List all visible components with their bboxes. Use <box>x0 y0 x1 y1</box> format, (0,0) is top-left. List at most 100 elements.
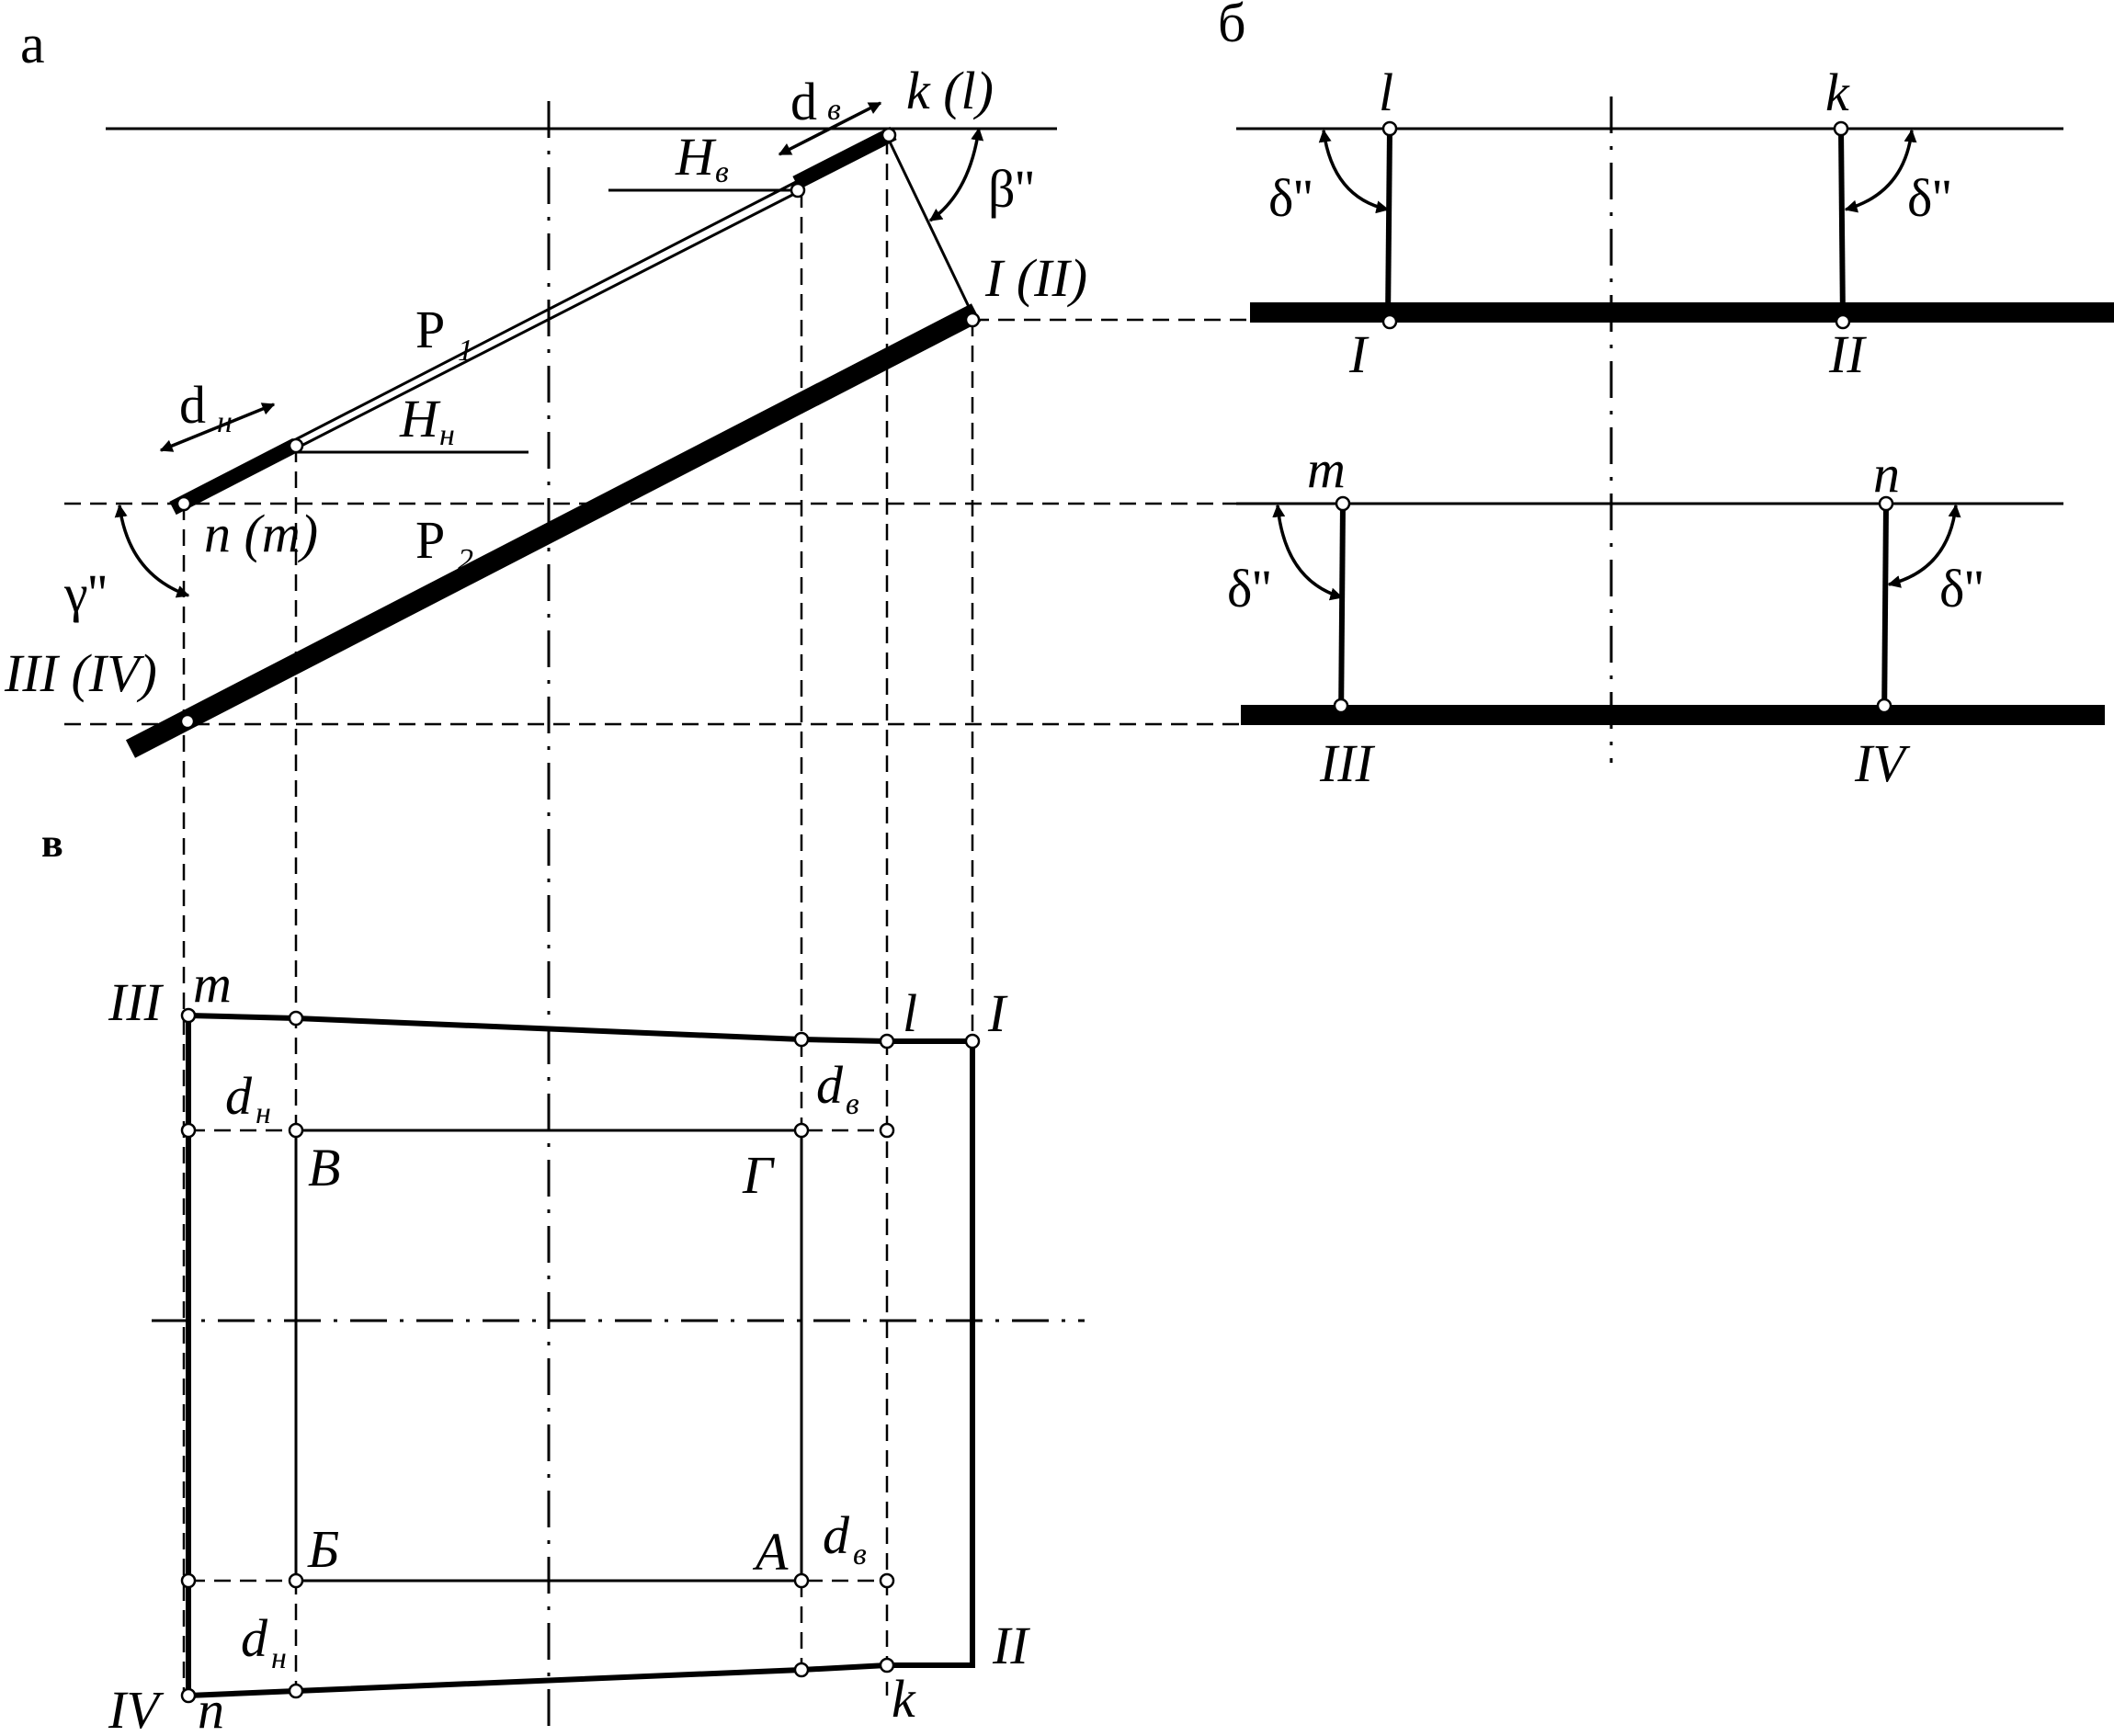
svg-text:d: d <box>179 375 206 435</box>
point-iii-iv <box>179 713 196 730</box>
point-top-dv <box>793 1031 810 1048</box>
point-i <box>1381 313 1398 330</box>
label-iv-plan: IV <box>108 1680 165 1736</box>
label-delta-l: δ'' <box>1268 168 1313 228</box>
link-k-to-i <box>885 135 972 312</box>
label-beta: β'' <box>988 159 1034 219</box>
angle-arc-beta <box>928 127 984 222</box>
angle-arc-gamma <box>114 504 190 598</box>
label-l-plan: l <box>903 983 917 1043</box>
svg-text:P: P <box>415 300 445 359</box>
label-k-plan: k <box>892 1669 916 1729</box>
point-right-bottom-d <box>879 1572 895 1589</box>
strut-n-iv <box>1881 503 1889 725</box>
svg-text:в: в <box>827 93 841 127</box>
dim-arrow-dn <box>159 403 276 452</box>
panel-a: а <box>4 14 1250 1736</box>
svg-text:d: d <box>823 1505 850 1565</box>
label-be-cyr: Б <box>307 1519 339 1579</box>
point-g <box>793 1122 810 1139</box>
plane-p2 <box>125 303 982 758</box>
label-iv: IV <box>1854 733 1911 793</box>
panel-b-label: б <box>1218 0 1246 53</box>
label-dv: d в <box>790 72 841 131</box>
svg-text:P: P <box>415 510 445 570</box>
point-n <box>1878 495 1894 512</box>
svg-text:н: н <box>439 418 455 452</box>
point-k-l <box>881 127 897 143</box>
panel-a-label: а <box>20 14 45 74</box>
point-m <box>1335 495 1351 512</box>
svg-text:в: в <box>846 1087 859 1121</box>
point-i-plan <box>964 1033 981 1050</box>
label-gamma: γ'' <box>63 563 108 623</box>
label-a-cyr: А <box>752 1522 789 1582</box>
label-iii: III <box>1319 733 1376 793</box>
point-top-dn <box>288 1010 304 1027</box>
point-iv <box>1876 698 1892 714</box>
point-a <box>793 1572 810 1589</box>
point-k-plan <box>879 1657 895 1674</box>
strut-k-ii <box>1838 128 1846 323</box>
point-hv <box>790 182 806 199</box>
strut-l-i <box>1385 128 1392 323</box>
label-v-cyr: В <box>308 1138 340 1197</box>
point-bottom-dn <box>288 1683 304 1699</box>
label-k-l: k (l) <box>906 61 994 120</box>
label-i-ii: I (II) <box>984 248 1087 308</box>
label-delta-n: δ'' <box>1939 559 1983 618</box>
label-m: m <box>1307 439 1346 499</box>
label-ii-plan: II <box>992 1616 1030 1675</box>
point-b-cyr <box>288 1122 304 1139</box>
angle-delta-n <box>1887 504 1961 588</box>
point-be <box>288 1572 304 1589</box>
point-bottom-dv <box>793 1662 810 1678</box>
dim-arrow-dv <box>778 101 882 156</box>
point-hn <box>288 437 304 454</box>
svg-text:d: d <box>790 72 817 131</box>
point-n-m <box>176 495 192 512</box>
point-l <box>1381 120 1398 137</box>
label-n-m: n (m) <box>204 504 318 563</box>
angle-delta-l <box>1318 129 1390 214</box>
svg-text:d: d <box>225 1066 253 1126</box>
strut-m-iii <box>1338 503 1346 725</box>
svg-text:н: н <box>271 1641 287 1675</box>
label-m-plan: m <box>193 954 232 1014</box>
label-k: k <box>1825 62 1850 122</box>
point-l-plan <box>879 1033 895 1050</box>
label-dv-bottom: d в <box>823 1505 867 1571</box>
label-n: n <box>1873 444 1900 504</box>
label-dn-top: d н <box>225 1066 271 1130</box>
svg-text:d: d <box>816 1055 844 1115</box>
point-ii <box>1835 313 1851 330</box>
label-hv: H в <box>675 127 729 189</box>
svg-text:в: в <box>715 155 729 189</box>
svg-text:H: H <box>399 389 441 448</box>
point-iii <box>1333 698 1349 714</box>
plane-p1-line-a <box>295 180 797 441</box>
label-p1: P 1 <box>415 300 473 368</box>
angle-delta-k <box>1844 129 1917 213</box>
svg-text:d: d <box>241 1608 268 1668</box>
label-hn: H н <box>399 389 455 452</box>
label-iii-iv: III (IV) <box>4 643 157 703</box>
point-right-top-d <box>879 1122 895 1139</box>
point-left-bottom-d <box>180 1572 197 1589</box>
svg-text:1: 1 <box>458 334 473 368</box>
label-delta-k: δ'' <box>1907 168 1951 228</box>
label-i-plan: I <box>987 983 1008 1043</box>
point-i-ii <box>964 312 981 328</box>
label-n-plan: n <box>198 1680 224 1736</box>
panel-v-label: в <box>41 821 63 866</box>
angle-delta-m <box>1272 504 1344 601</box>
plane-p1-line-b <box>295 188 802 450</box>
label-dn-bottom: d н <box>241 1608 287 1675</box>
svg-text:2: 2 <box>458 543 473 577</box>
svg-text:н: н <box>256 1096 271 1130</box>
point-k <box>1833 120 1849 137</box>
label-l: l <box>1379 62 1393 122</box>
label-iii-plan: III <box>108 972 165 1032</box>
plane-p1-upper-thick <box>792 126 897 190</box>
